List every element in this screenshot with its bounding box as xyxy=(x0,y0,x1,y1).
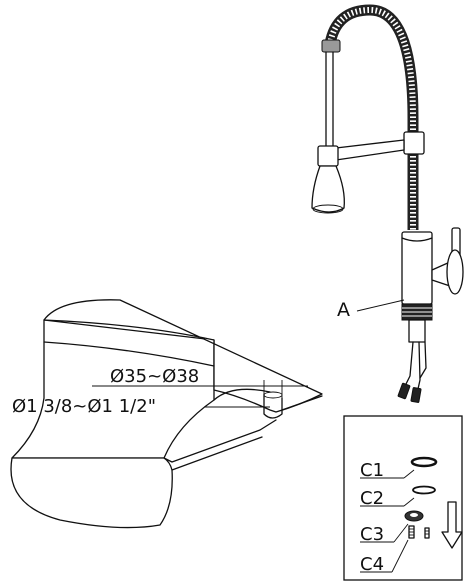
part-c4-screws: C4 xyxy=(360,525,430,575)
arrow-down-icon xyxy=(441,501,463,549)
part-c2-gasket: C2 xyxy=(360,485,436,509)
part-c2-label: C2 xyxy=(360,488,384,509)
hole-diameter-dimension: Ø35~Ø38 Ø1 3/8~Ø1 1/2" xyxy=(12,366,308,417)
parts-box: C1 C2 C3 C4 xyxy=(343,415,463,581)
part-c3-label: C3 xyxy=(360,524,384,545)
faucet-illustration: A xyxy=(311,4,464,403)
part-c1-label: C1 xyxy=(360,460,384,481)
faucet-label-a: A xyxy=(337,299,350,321)
sink-illustration xyxy=(10,299,323,529)
part-c4-label: C4 xyxy=(360,554,384,575)
dimension-metric-label: Ø35~Ø38 xyxy=(110,366,199,387)
dimension-imperial-label: Ø1 3/8~Ø1 1/2" xyxy=(12,396,156,417)
part-c1-washer: C1 xyxy=(360,456,438,481)
part-c3-nut: C3 xyxy=(360,510,424,545)
